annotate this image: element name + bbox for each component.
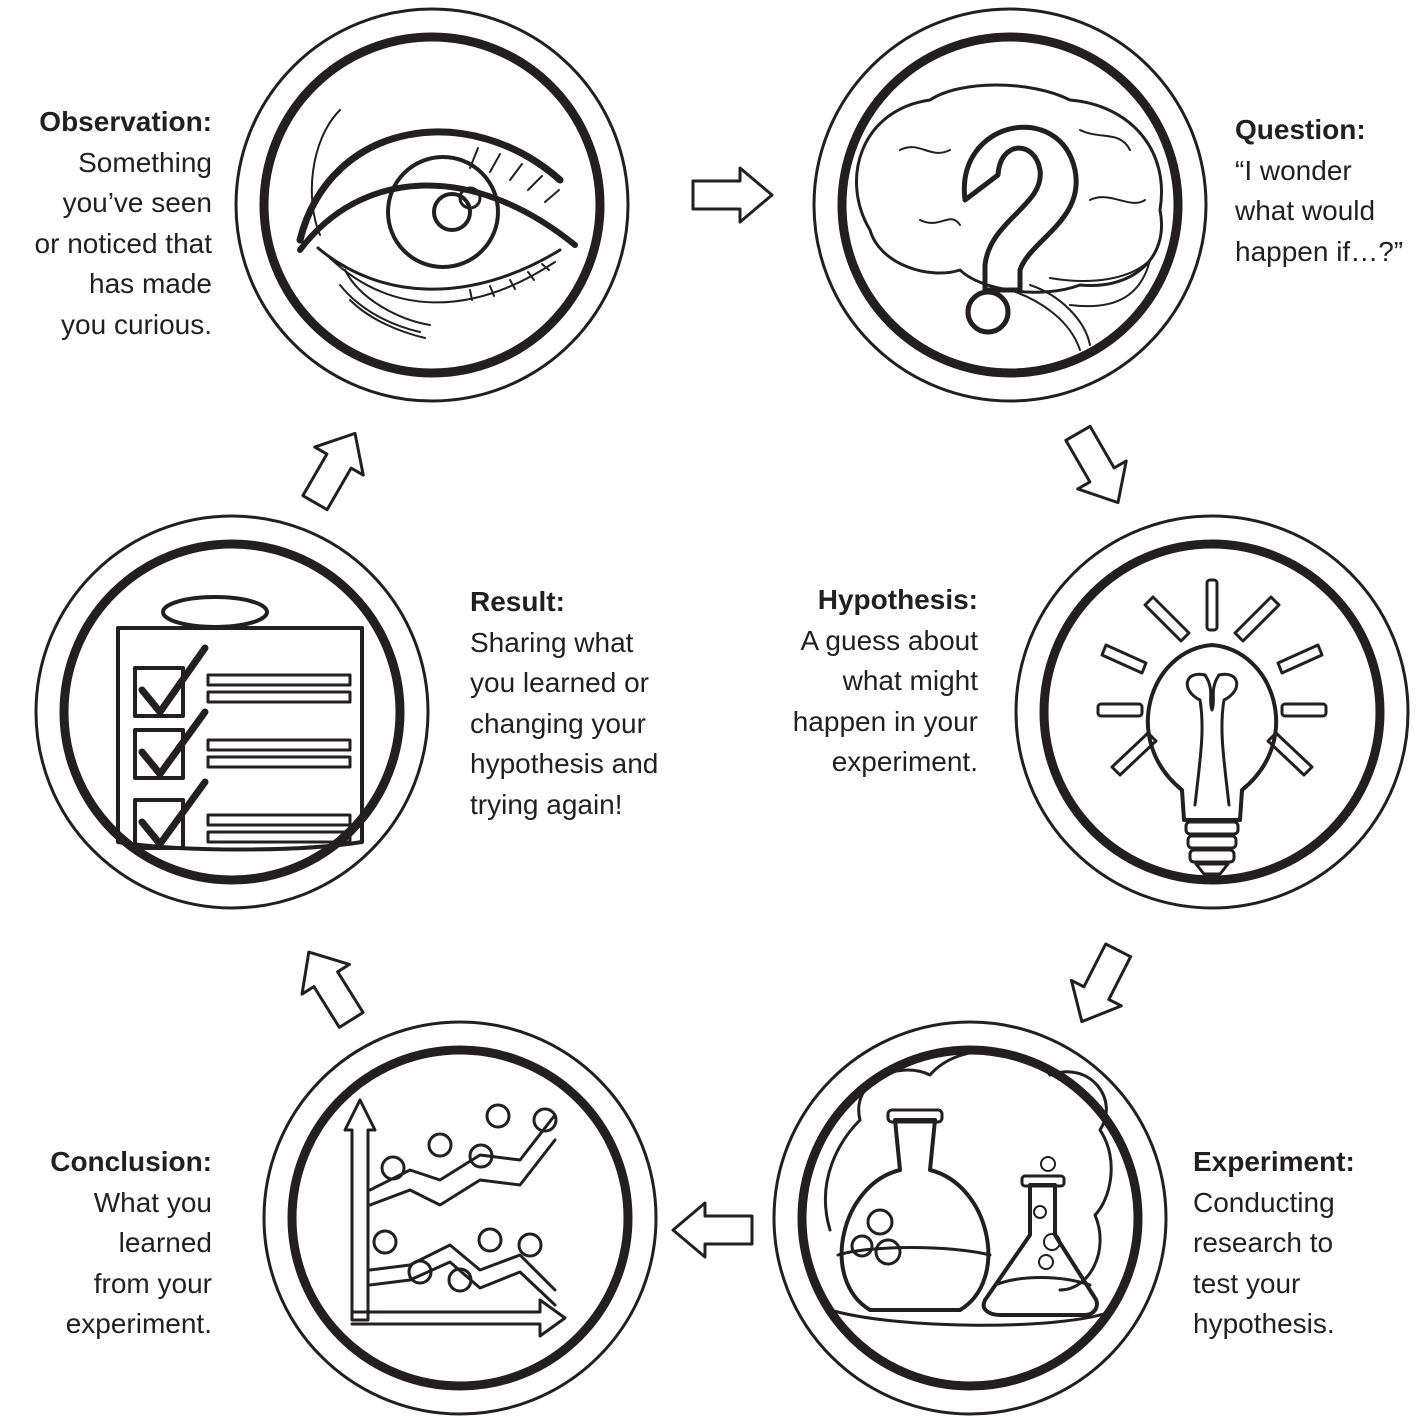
question-label: Question: “I wonder what would happen if… [1235,110,1427,272]
arrow-observation-to-question [691,166,774,224]
experiment-label: Experiment: Conducting research to test … [1193,1142,1393,1345]
arrow-hypothesis-to-experiment [1069,942,1133,1024]
hypothesis-title: Hypothesis: [817,584,978,615]
hypothesis-description: A guess about what might happen in your … [792,624,978,778]
observation-label: Observation: Something you’ve seen or no… [0,102,212,345]
lab-flasks-icon [824,1049,1113,1327]
conclusion-label: Conclusion: What you learned from your e… [0,1142,212,1345]
arrow-question-to-hypothesis [1064,424,1128,505]
observation-medallion [234,7,630,403]
result-title: Result: [470,586,565,617]
observation-title: Observation: [39,106,212,137]
result-medallion [34,514,430,910]
lightbulb-icon [1096,578,1328,876]
result-description: Sharing what you learned or changing you… [470,626,659,820]
hypothesis-medallion [1014,514,1410,910]
arrow-result-to-observation [301,431,365,512]
conclusion-title: Conclusion: [50,1146,212,1177]
eye-icon [296,109,578,339]
question-description: “I wonder what would happen if…?” [1235,154,1404,267]
experiment-title: Experiment: [1193,1146,1355,1177]
hypothesis-label: Hypothesis: A guess about what might hap… [740,580,978,783]
conclusion-description: What you learned from your experiment. [65,1186,212,1340]
line-graph-icon [343,1098,567,1338]
question-medallion [812,7,1208,403]
question-title: Question: [1235,114,1366,145]
observation-description: Something you’ve seen or noticed that ha… [34,146,212,340]
experiment-description: Conducting research to test your hypothe… [1193,1186,1335,1340]
brain-question-icon [855,83,1163,351]
conclusion-medallion [262,1020,658,1416]
arrow-conclusion-to-result [300,950,365,1029]
result-label: Result: Sharing what you learned or chan… [470,582,710,825]
experiment-medallion [772,1020,1168,1416]
checklist-icon [116,595,364,852]
arrow-experiment-to-conclusion [671,1201,754,1259]
